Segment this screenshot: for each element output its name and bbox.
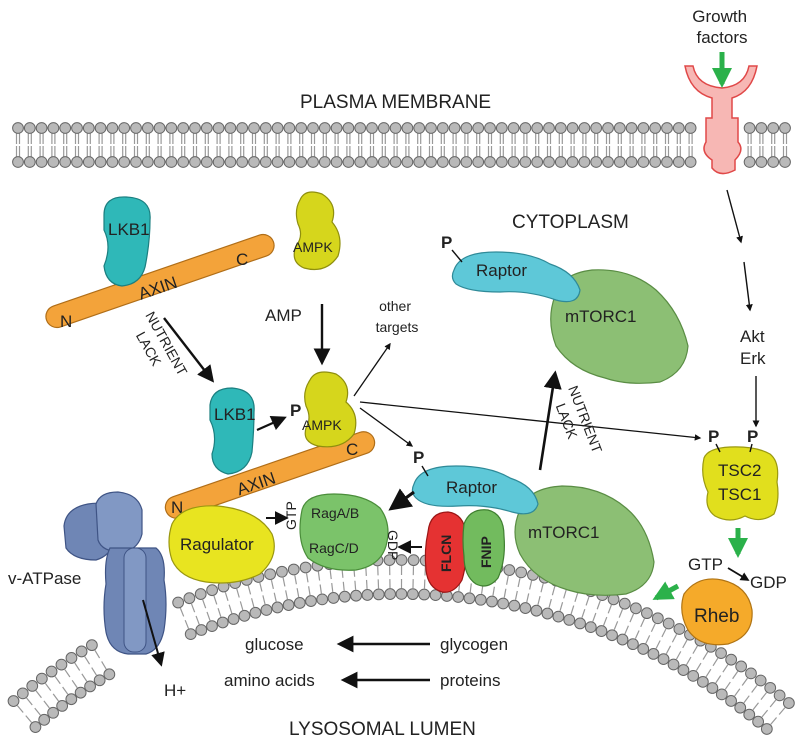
erk-label: Erk — [740, 349, 766, 368]
rheb-to-mtorc1-arrow — [652, 581, 680, 601]
raga-b-label: RagA/B — [311, 505, 359, 521]
rheb — [681, 578, 753, 646]
ragulator-label: Ragulator — [180, 535, 254, 554]
gtp-rag-label: GTP — [283, 501, 299, 530]
p-tsc-left-label: P — [708, 427, 719, 446]
lkb1-mid — [209, 387, 255, 475]
rag-gtpases — [299, 493, 389, 571]
raptor-low — [411, 465, 539, 515]
plasma-membrane-label: PLASMA MEMBRANE — [300, 92, 491, 113]
raptor-low-label: Raptor — [446, 478, 497, 497]
p-tsc-right-bond — [749, 443, 753, 453]
c-top-label: C — [236, 250, 248, 269]
glycogen-label: glycogen — [440, 635, 508, 654]
c-mid-label: C — [346, 440, 358, 459]
gdp-rheb-label: GDP — [750, 573, 787, 592]
nutrient-lack-left-label: NUTRIENT LACK — [127, 309, 193, 391]
mtorc1-low — [514, 485, 655, 596]
glucose-label: glucose — [245, 635, 304, 654]
raptor-to-rag-arrow — [388, 488, 415, 511]
p-tsc-right-label: P — [747, 427, 758, 446]
receptor-to-akt-arrow-1 — [726, 189, 743, 244]
axin-mid — [164, 431, 376, 519]
rheb-label: Rheb — [694, 606, 739, 627]
ampk-mid — [304, 371, 357, 448]
flcn-label: FLCN — [438, 535, 454, 572]
p-raptor-low-label: P — [413, 448, 424, 467]
v-atpase-label: v-ATPase — [8, 569, 81, 588]
flcn — [424, 511, 468, 593]
amino-acids-label: amino acids — [224, 671, 315, 690]
cytoplasm-label: CYTOPLASM — [512, 212, 629, 233]
n-mid-label: N — [171, 498, 183, 517]
mtorc1-top — [550, 269, 689, 384]
ampk-top-label: AMPK — [293, 239, 333, 255]
n-top-label: N — [60, 312, 72, 331]
ampk-top — [293, 191, 341, 271]
fnip-label: FNIP — [478, 536, 494, 568]
gtp-gdp-arrow — [727, 567, 750, 581]
plasma-membrane — [12, 122, 791, 168]
p-raptor-top-bond — [451, 249, 463, 263]
mtorc1-top-label: mTORC1 — [565, 307, 636, 326]
p-ampk-label: P — [290, 401, 301, 420]
tsc2-label: TSC2 — [718, 461, 761, 480]
p-raptor-low-bond — [421, 465, 429, 477]
gtp-rheb-label: GTP — [688, 555, 723, 574]
mtorc1-low-label: mTORC1 — [528, 523, 599, 542]
lysosomal-lumen-label: LYSOSOMAL LUMEN — [289, 719, 476, 740]
nutrient-lack-right-arrow — [538, 370, 562, 471]
lkb1-top-label: LKB1 — [108, 220, 150, 239]
nutrient-lack-left-arrow — [163, 317, 215, 383]
lkb1-mid-label: LKB1 — [214, 405, 256, 424]
lkb1-top — [103, 196, 151, 287]
fnip — [462, 509, 505, 587]
lkb1-to-ampk-arrow — [256, 415, 287, 432]
other-targets-label: other targets — [376, 298, 419, 335]
h-plus-label: H+ — [164, 681, 186, 700]
growth-factors-label: Growth factors — [692, 7, 752, 47]
raptor-top — [451, 251, 581, 303]
amp-label: AMP — [265, 306, 302, 325]
proteins-label: proteins — [440, 671, 500, 690]
proton-arrow — [142, 599, 165, 667]
tsc1-label: TSC1 — [718, 485, 761, 504]
ampk-to-other-targets-arrow — [353, 342, 391, 397]
ampk-to-tsc-arrow — [359, 401, 702, 441]
p-tsc-left-bond — [715, 443, 721, 453]
tsc-complex — [702, 446, 779, 521]
p-raptor-top-label: P — [441, 233, 452, 252]
ragulator — [168, 505, 275, 584]
axin-top — [45, 233, 275, 329]
receptor-to-akt-arrow-2 — [743, 261, 753, 312]
ampk-mid-label: AMPK — [302, 417, 342, 433]
gdp-rag-label: GDP — [385, 530, 401, 560]
ampk-to-raptor-arrow — [359, 407, 414, 447]
ragc-d-label: RagC/D — [309, 540, 359, 556]
akt-label: Akt — [740, 327, 765, 346]
v-atpase — [63, 491, 167, 655]
nutrient-lack-right-label: NUTRIENT LACK — [548, 383, 606, 465]
raptor-top-label: Raptor — [476, 261, 527, 280]
